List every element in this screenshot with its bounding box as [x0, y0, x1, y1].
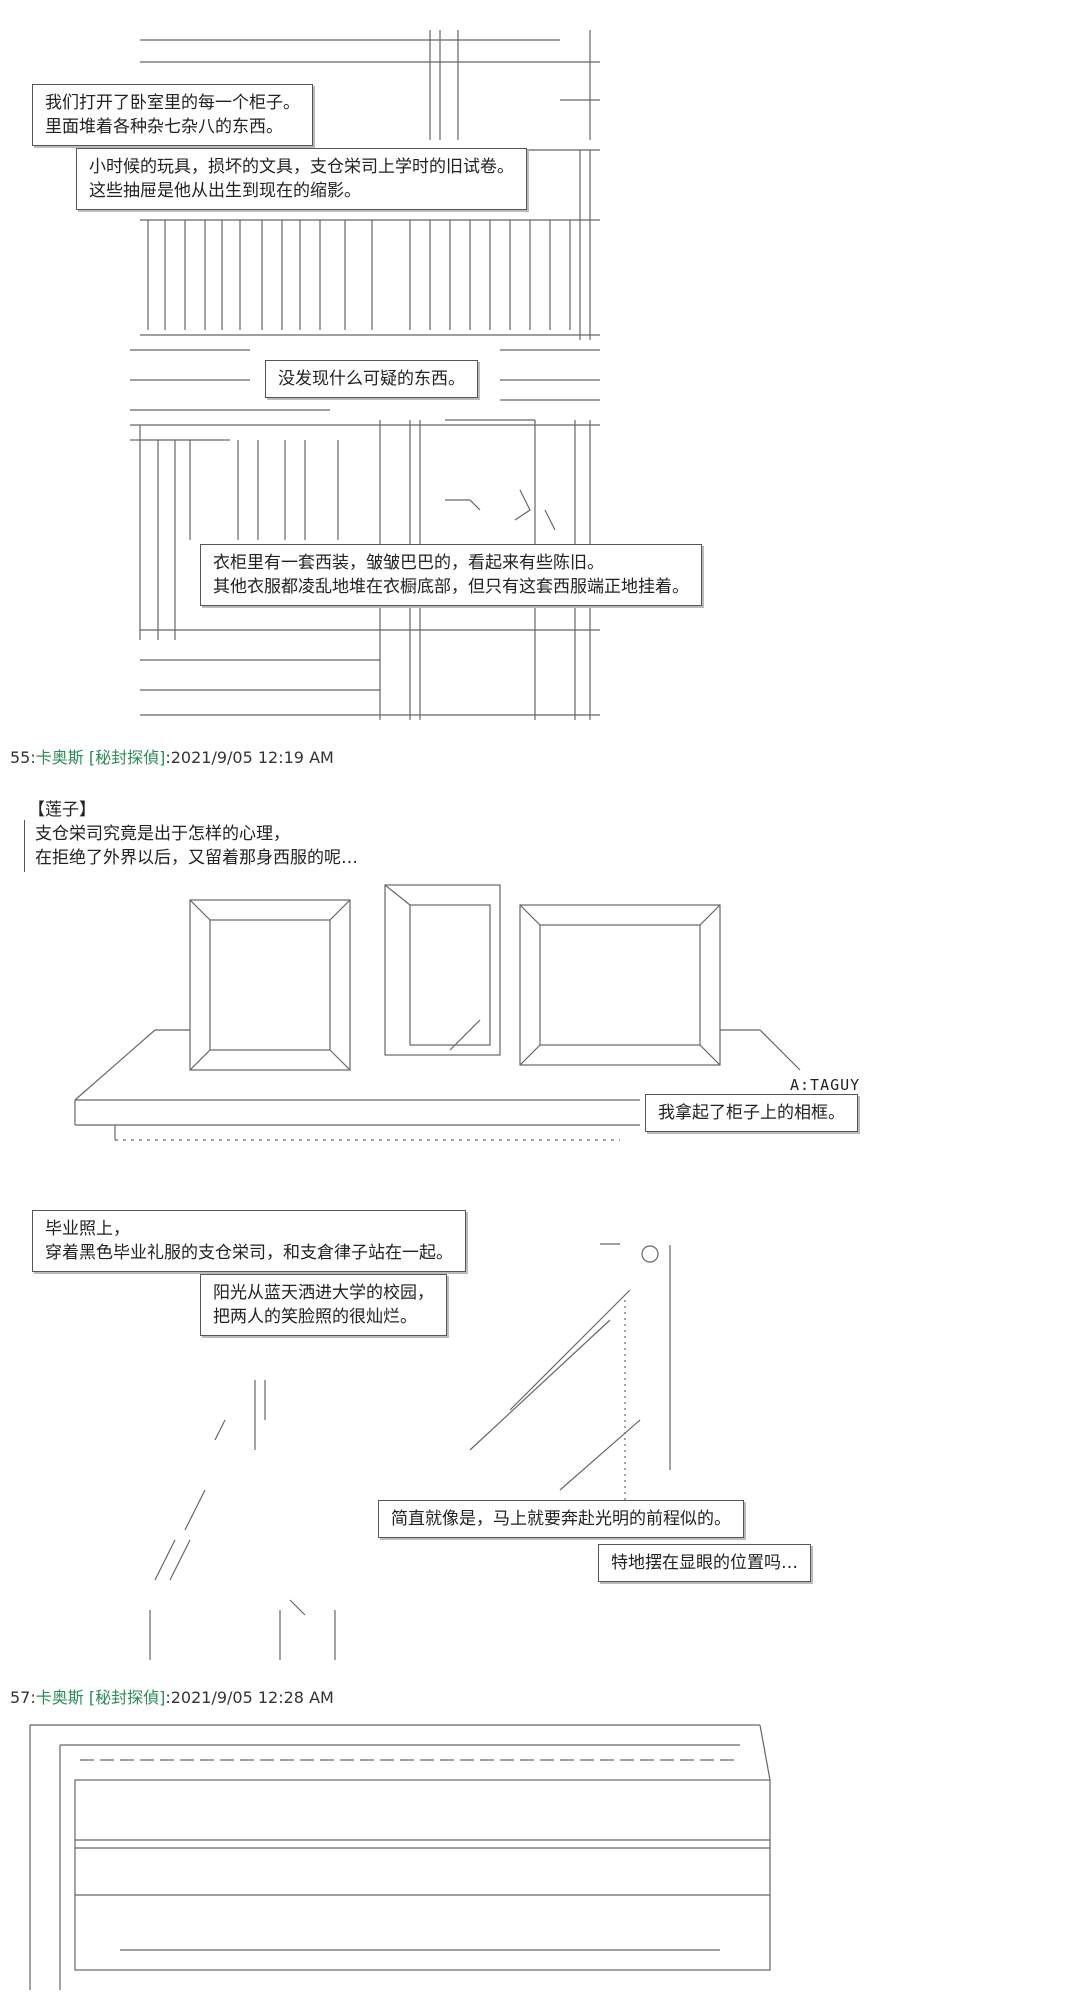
narration-line: 小时候的玩具，损坏的文具，支仓栄司上学时的旧试卷。 [89, 157, 514, 177]
poster-name[interactable]: 卡奥斯 [35, 1688, 84, 1707]
narration-box-photo-frame: 我拿起了柜子上的相框。 [645, 1094, 858, 1132]
post-header-57: 57:卡奥斯 [秘封探偵]:2021/9/05 12:28 AM [10, 1688, 334, 1708]
narration-line: 里面堆着各种杂七杂八的东西。 [45, 117, 283, 137]
narration-box-bright-future: 简直就像是，马上就要奔赴光明的前程似的。 [378, 1500, 744, 1538]
narration-box-conspicuous: 特地摆在显眼的位置吗… [598, 1544, 811, 1582]
narration-line: 把两人的笑脸照的很灿烂。 [213, 1307, 417, 1327]
speech-box-renko: 支仓栄司究竟是出于怎样的心理， 在拒绝了外界以后，又留着那身西服的呢… [24, 820, 368, 872]
narration-line: 我们打开了卧室里的每一个柜子。 [45, 93, 300, 113]
narration-line: 衣柜里有一套西装，皱皱巴巴的，看起来有些陈旧。 [213, 553, 604, 573]
post-header-55: 55:卡奥斯 [秘封探偵]:2021/9/05 12:19 AM [10, 748, 334, 768]
narration-line: 特地摆在显眼的位置吗… [611, 1553, 798, 1573]
post-number: 57: [10, 1688, 36, 1707]
narration-line: 其他衣服都凌乱地堆在衣橱底部，但只有这套西服端正地挂着。 [213, 577, 689, 597]
narration-box-suit: 衣柜里有一套西装，皱皱巴巴的，看起来有些陈旧。 其他衣服都凌乱地堆在衣橱底部，但… [200, 544, 702, 606]
narration-box-drawers: 小时候的玩具，损坏的文具，支仓栄司上学时的旧试卷。 这些抽屉是他从出生到现在的缩… [76, 148, 527, 210]
speech-line: 支仓栄司究竟是出于怎样的心理， [35, 824, 290, 844]
poster-trip: [秘封探偵] [88, 1688, 166, 1707]
narration-line: 简直就像是，马上就要奔赴光明的前程似的。 [391, 1509, 731, 1529]
narration-box-nothing-suspicious: 没发现什么可疑的东西。 [265, 360, 478, 398]
poster-name[interactable]: 卡奥斯 [35, 748, 84, 767]
artist-tag: A:TAGUY [790, 1076, 861, 1094]
speaker-label: 【莲子】 [28, 800, 96, 820]
narration-box-graduation-photo: 毕业照上， 穿着黑色毕业礼服的支仓栄司，和支倉律子站在一起。 [32, 1210, 466, 1272]
post-date: :2021/9/05 12:19 AM [165, 748, 334, 767]
narration-line: 这些抽屉是他从出生到现在的缩影。 [89, 181, 361, 201]
narration-line: 毕业照上， [45, 1219, 130, 1239]
narration-box-cabinets: 我们打开了卧室里的每一个柜子。 里面堆着各种杂七杂八的东西。 [32, 84, 313, 146]
narration-line: 阳光从蓝天洒进大学的校园， [213, 1283, 434, 1303]
speech-line: 在拒绝了外界以后，又留着那身西服的呢… [35, 848, 358, 868]
post-date: :2021/9/05 12:28 AM [165, 1688, 334, 1707]
narration-line: 没发现什么可疑的东西。 [278, 369, 465, 389]
post-number: 55: [10, 748, 36, 767]
narration-line: 我拿起了柜子上的相框。 [658, 1103, 845, 1123]
narration-box-sunlight: 阳光从蓝天洒进大学的校园， 把两人的笑脸照的很灿烂。 [200, 1274, 447, 1336]
poster-trip: [秘封探偵] [88, 748, 166, 767]
narration-line: 穿着黑色毕业礼服的支仓栄司，和支倉律子站在一起。 [45, 1243, 453, 1263]
